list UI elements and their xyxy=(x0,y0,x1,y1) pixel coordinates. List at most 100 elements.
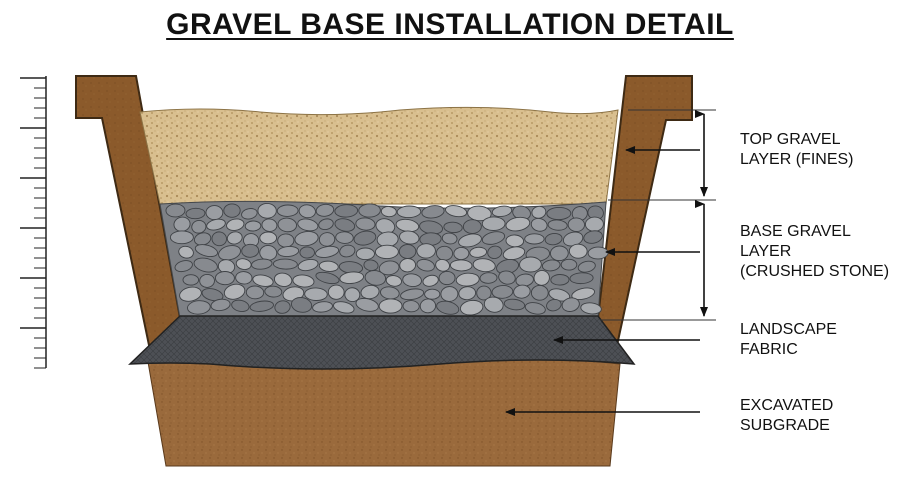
stone xyxy=(503,298,526,311)
stone xyxy=(374,244,399,260)
stone xyxy=(339,271,364,284)
crushed-stones xyxy=(165,202,609,316)
stone xyxy=(476,285,492,301)
stone xyxy=(297,218,319,232)
stone xyxy=(544,232,563,246)
stone xyxy=(211,231,227,247)
label-top-gravel-line2: LAYER (FINES) xyxy=(740,151,854,168)
leader-arrows xyxy=(505,146,700,416)
stone xyxy=(524,302,546,315)
label-base-gravel-line2: LAYER xyxy=(740,243,792,260)
stone xyxy=(318,260,339,272)
diagram-title: GRAVEL BASE INSTALLATION DETAIL xyxy=(0,8,900,42)
stone xyxy=(440,286,459,302)
stone xyxy=(353,230,377,246)
stone xyxy=(364,270,387,286)
stone xyxy=(399,258,416,273)
stone xyxy=(481,216,506,231)
stone xyxy=(206,218,226,231)
label-top-gravel: TOP GRAVEL LAYER (FINES) xyxy=(740,130,854,170)
label-subgrade: EXCAVATED SUBGRADE xyxy=(740,396,833,436)
stone xyxy=(568,243,588,259)
stone xyxy=(333,301,355,314)
stone xyxy=(339,244,356,258)
stone xyxy=(498,270,516,285)
stone xyxy=(290,297,313,313)
stone xyxy=(402,273,422,288)
stone xyxy=(304,287,328,301)
top-gravel-layer xyxy=(139,106,619,205)
stone xyxy=(264,285,283,298)
stone xyxy=(402,300,420,313)
stone xyxy=(580,302,602,315)
stone xyxy=(315,203,335,217)
stone xyxy=(502,246,526,261)
stone xyxy=(443,221,463,234)
stone xyxy=(380,206,397,218)
stone xyxy=(241,208,258,220)
stone xyxy=(334,218,356,232)
stone xyxy=(441,232,458,245)
stone xyxy=(398,244,417,259)
stone xyxy=(231,299,250,312)
stone xyxy=(315,271,340,285)
stone xyxy=(179,286,202,302)
stone xyxy=(530,217,548,232)
stone xyxy=(378,260,400,276)
stone xyxy=(199,273,215,288)
stone xyxy=(363,259,379,272)
stone xyxy=(259,231,278,245)
stone xyxy=(491,285,514,299)
stone xyxy=(483,296,504,313)
stone xyxy=(449,259,473,272)
stone xyxy=(355,217,376,231)
stone xyxy=(165,203,186,218)
stone xyxy=(277,217,297,233)
stone xyxy=(571,287,595,301)
stone xyxy=(472,258,496,273)
stone xyxy=(421,205,445,219)
stone xyxy=(445,205,468,218)
stone xyxy=(318,218,334,231)
stone xyxy=(344,287,361,303)
stone xyxy=(487,245,503,260)
stone xyxy=(174,260,193,273)
stone xyxy=(546,298,562,312)
stone xyxy=(458,286,477,301)
stone xyxy=(519,256,542,273)
stone xyxy=(355,247,375,261)
stone xyxy=(533,269,550,286)
stone xyxy=(550,274,570,286)
stone xyxy=(210,298,231,312)
stone xyxy=(193,257,218,273)
stone xyxy=(561,297,580,312)
stone xyxy=(226,231,243,245)
stone xyxy=(294,231,319,247)
stone xyxy=(587,246,609,260)
label-top-gravel-line1: TOP GRAVEL xyxy=(740,131,841,148)
stone xyxy=(235,271,253,285)
stone xyxy=(531,205,547,219)
stone xyxy=(274,300,291,314)
stone xyxy=(458,233,482,248)
stone xyxy=(358,203,381,218)
stone xyxy=(547,219,568,231)
stone xyxy=(277,233,295,248)
stone xyxy=(194,244,218,257)
stone xyxy=(187,300,211,315)
stone xyxy=(467,205,492,222)
stone xyxy=(459,299,484,316)
stone xyxy=(583,230,603,244)
stone xyxy=(201,288,224,302)
diagram-title-text: GRAVEL BASE INSTALLATION DETAIL xyxy=(166,8,734,41)
stone xyxy=(462,219,482,234)
stone xyxy=(524,233,545,245)
stone xyxy=(481,231,506,245)
stone xyxy=(205,205,224,221)
stone xyxy=(276,204,299,217)
stone xyxy=(244,220,262,232)
stone xyxy=(400,288,425,301)
stone xyxy=(584,216,604,232)
